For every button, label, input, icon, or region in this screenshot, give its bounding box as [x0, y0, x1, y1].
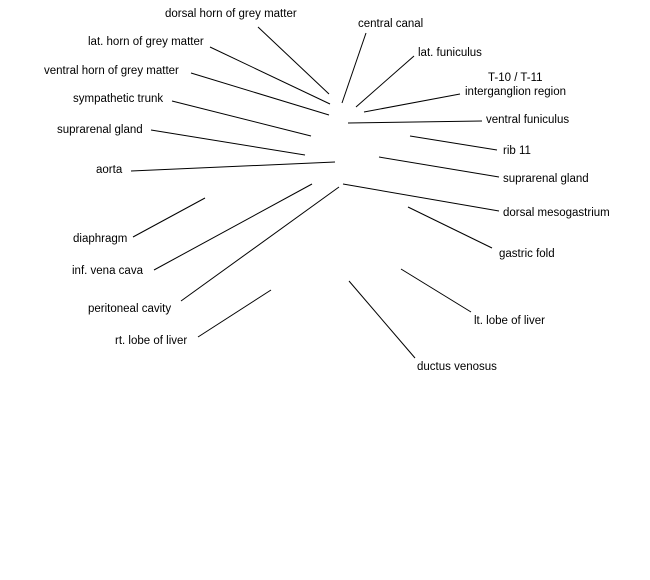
label-lat-funiculus: lat. funiculus — [418, 47, 482, 59]
leader-dorsal-horn — [257, 26, 330, 95]
leader-central-canal — [341, 32, 367, 104]
leader-inf-vena-cava — [153, 183, 313, 271]
leader-ductus-venosus — [348, 280, 416, 359]
label-gastric-fold: gastric fold — [499, 248, 555, 260]
leader-lt-lobe-liver — [400, 268, 472, 313]
leader-ventral-funiculus — [347, 120, 483, 124]
label-aorta: aorta — [96, 164, 123, 176]
leader-rib-11 — [409, 135, 498, 151]
label-dorsal-mesogastrium: dorsal mesogastrium — [503, 207, 610, 219]
leader-rt-lobe-liver — [197, 289, 272, 338]
label-ventral-horn: ventral horn of grey matter — [44, 65, 179, 77]
label-ductus-venosus: ductus venosus — [417, 361, 497, 373]
leader-aorta — [130, 161, 336, 172]
label-diaphragm: diaphragm — [73, 233, 128, 245]
leader-peritoneal-cavity — [180, 186, 340, 302]
label-interganglion-region: interganglion region — [465, 86, 567, 98]
label-peritoneal-cavity: peritoneal cavity — [88, 303, 172, 315]
label-t10-t11: T-10 / T-11 — [488, 72, 543, 84]
label-sympathetic-trunk: sympathetic trunk — [73, 93, 164, 105]
leader-ventral-horn — [190, 72, 330, 116]
label-central-canal: central canal — [358, 18, 424, 30]
leader-interganglion — [363, 93, 461, 113]
leader-dorsal-mesogastrium — [342, 183, 500, 212]
label-lt-lobe-liver: lt. lobe of liver — [474, 315, 545, 327]
label-rt-lobe-liver: rt. lobe of liver — [115, 335, 188, 347]
leader-gastric-fold — [407, 206, 493, 249]
leader-suprarenal-left — [150, 129, 306, 156]
leader-diaphragm — [132, 197, 206, 238]
label-lat-horn: lat. horn of grey matter — [88, 36, 204, 48]
label-rib-11: rib 11 — [503, 145, 531, 157]
label-dorsal-horn: dorsal horn of grey matter — [165, 8, 297, 20]
label-ventral-funiculus: ventral funiculus — [486, 114, 570, 126]
leader-lat-horn — [209, 46, 331, 105]
label-suprarenal-left: suprarenal gland — [57, 124, 143, 136]
label-inf-vena-cava: inf. vena cava — [72, 265, 143, 277]
leader-lat-funiculus — [355, 55, 415, 108]
label-suprarenal-right: suprarenal gland — [503, 173, 589, 185]
leader-suprarenal-right — [378, 156, 500, 178]
leader-sympathetic-trunk — [171, 100, 312, 137]
